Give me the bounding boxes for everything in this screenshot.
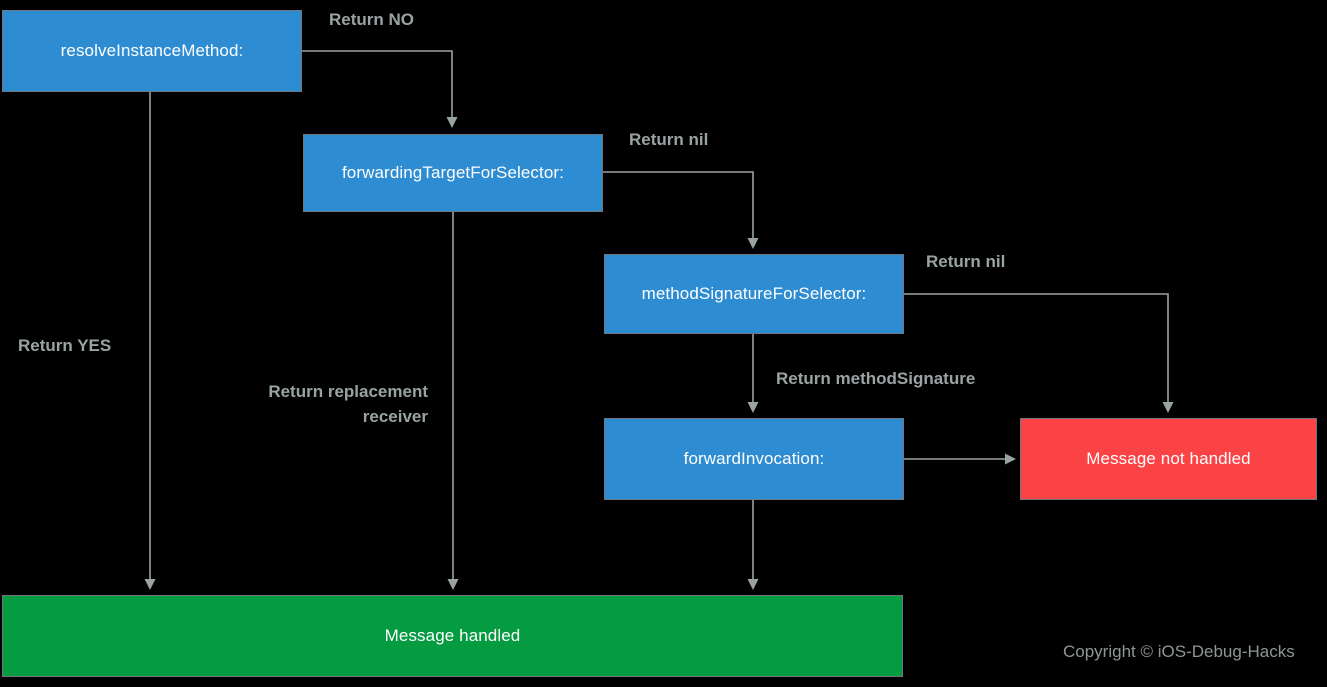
node-message-handled[interactable]: Message handled <box>2 595 903 677</box>
edge-label-return-no: Return NO <box>329 10 414 29</box>
copyright-notice: Copyright © iOS-Debug-Hacks <box>1063 642 1295 661</box>
node-method-signature-for-selector[interactable]: methodSignatureForSelector: <box>604 254 904 334</box>
node-label: methodSignatureForSelector: <box>641 283 867 303</box>
node-label: Message not handled <box>1086 448 1251 468</box>
edge-label-return-replacement-receiver: Return replacement receiver <box>268 382 428 426</box>
node-resolve-instance-method[interactable]: resolveInstanceMethod: <box>2 10 302 92</box>
node-label: forwardingTargetForSelector: <box>341 162 564 182</box>
edge-label-return-method-signature: Return methodSignature <box>776 369 976 388</box>
edge-label-return-yes: Return YES <box>18 336 112 355</box>
node-label: Message handled <box>384 625 521 645</box>
node-message-not-handled[interactable]: Message not handled <box>1020 418 1317 500</box>
node-label: resolveInstanceMethod: <box>60 40 244 60</box>
node-forward-invocation[interactable]: forwardInvocation: <box>604 418 904 500</box>
edge-label-return-nil-forwarding: Return nil <box>629 130 709 149</box>
edge-label-return-nil-signature: Return nil <box>926 252 1006 271</box>
node-forwarding-target-for-selector[interactable]: forwardingTargetForSelector: <box>303 134 603 212</box>
edge-forwarding-to-signature <box>603 171 759 249</box>
node-label: forwardInvocation: <box>683 448 825 468</box>
edge-resolve-to-forwarding <box>302 50 458 128</box>
